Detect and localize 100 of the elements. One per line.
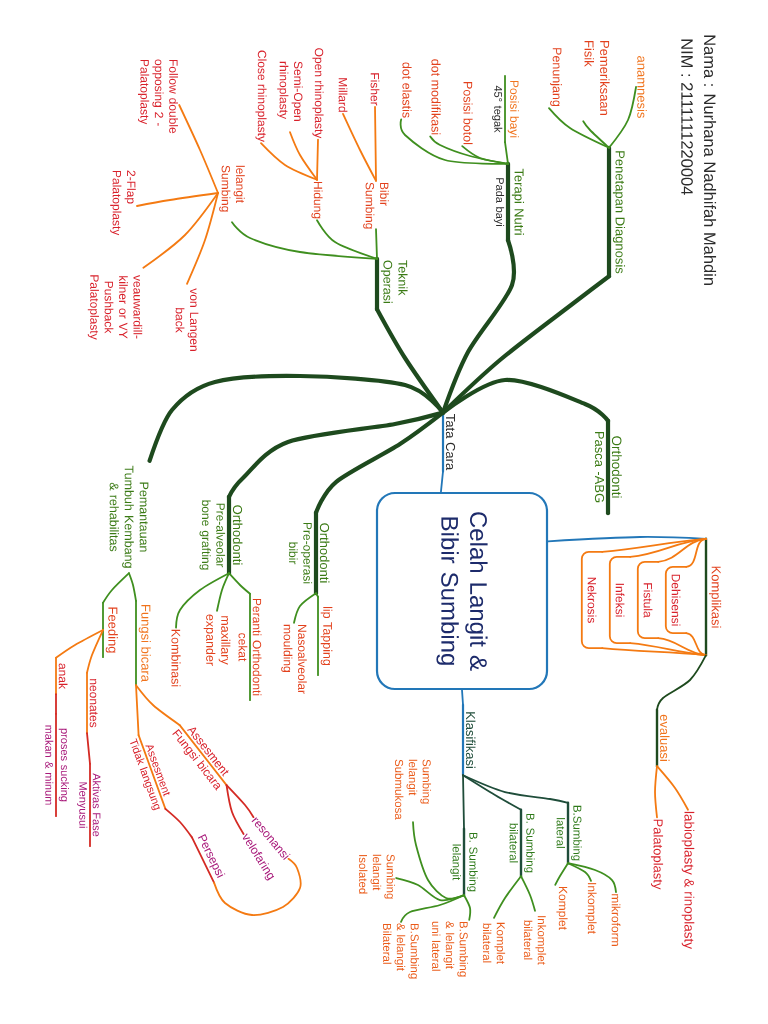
branch-line: [147, 373, 446, 463]
branch-line: [462, 774, 569, 804]
branch-line: [136, 192, 219, 207]
branch-label: Fungsi bicara: [135, 599, 151, 687]
branch-line: [316, 219, 378, 260]
branch-line: [231, 221, 378, 260]
leaf-label: Pemantauan Tumbuh Kembang & rehabilitas: [109, 465, 149, 568]
branch-line: [656, 765, 689, 811]
branch-line: [554, 862, 569, 886]
branch-label: Tata Cara: [441, 411, 456, 473]
leaf-label: mikroform: [611, 894, 621, 946]
branch-line: [374, 105, 377, 182]
sub-label: Pre-operasi bibir: [288, 523, 313, 584]
branch-line: [493, 875, 522, 919]
arch-line: [601, 537, 707, 657]
sub-label: Pasca -ABG: [594, 431, 605, 503]
branch-line: [86, 629, 104, 674]
arch-label: Infeksi: [608, 555, 632, 645]
leaf-label: Nasoalveolar moulding: [281, 624, 307, 694]
branch-line: [462, 774, 522, 811]
branch-label: Komplikasi: [704, 537, 722, 657]
branch-label: B.Sumbing: [566, 801, 582, 865]
leaf-label: Komplet: [556, 887, 568, 930]
branch-line: [316, 138, 319, 181]
branch-line: [567, 862, 592, 882]
sub-label: 45° tegak: [492, 85, 503, 133]
branch-line: [400, 894, 465, 923]
leaf-label: Pemeriksaan Fisik: [584, 41, 610, 115]
leaf-label: labioplasty & rinoplasty: [681, 811, 695, 949]
branch-line: [567, 862, 617, 894]
branch-label: Posisi bayi: [504, 74, 519, 144]
leaf-label: dot modifikasi: [431, 59, 441, 135]
branch-label: Orthodonti: [226, 494, 243, 576]
branch-label: Aktivas Fase: [89, 762, 101, 848]
branch-label: B. Sumbing: [462, 827, 478, 897]
branch-line: [228, 572, 251, 595]
leaf-label: von Langen back: [175, 288, 199, 351]
branch-line: [429, 135, 509, 165]
leaf-label: Inkomplet: [585, 883, 597, 934]
arch-line: [685, 537, 707, 657]
leaf-label: Palatoplasty: [650, 819, 664, 890]
branch-line: [654, 765, 658, 819]
branch-line: [164, 807, 193, 839]
branch-line: [55, 693, 57, 715]
leaf-label: lelangit Sumbing: [219, 165, 245, 212]
branch-line: [135, 684, 181, 726]
leaf-label: 2-Flap Palatoplasty: [110, 170, 136, 236]
leaf-label: Close rhinoplasty: [255, 50, 267, 142]
leaf-label: anamnesis: [637, 56, 647, 118]
branch-label: B. Sumbing: [519, 808, 535, 878]
branch-line: [375, 228, 378, 260]
branch-line: [175, 572, 230, 629]
branch-line: [656, 654, 707, 711]
branch-line: [128, 572, 137, 602]
sub-label: lateral: [556, 818, 565, 848]
leaf-label: Follow double opposing 2 - Palatoplasty: [138, 59, 178, 134]
branch-line: [462, 774, 465, 830]
sub-label: Menyusui: [77, 782, 88, 828]
leaf-label: veauwardill- kilner or VY Pushback Palatoplasty: [87, 275, 143, 340]
leaf-label: Hidung: [311, 181, 323, 219]
leaf-label: Bibir Sumbing: [363, 182, 389, 229]
sub-label: lelangit: [450, 844, 461, 881]
branch-line: [225, 784, 255, 819]
sub-label: makan & minum: [45, 725, 54, 805]
branch-line: [520, 875, 536, 912]
branch-line: [102, 572, 130, 604]
leaf-label: Fisher: [370, 73, 380, 106]
leaf-label: Semi-Open rhinoplasty: [277, 61, 303, 121]
branch-label: proses sucking: [55, 712, 69, 818]
branch-line: [504, 141, 509, 165]
branch-line: [399, 118, 509, 165]
branch-line: [289, 131, 318, 181]
branch-line: [216, 572, 230, 612]
arch-label: Nekrosis: [580, 550, 604, 650]
arch-label: Dehisensi: [664, 565, 688, 635]
branch-label: Peranti Orthodonti: [249, 592, 262, 702]
author-name: Nama : Nurhana Nadhifah Mahdin: [703, 35, 717, 285]
branch-line: [142, 192, 219, 269]
leaf-label: Inkomplet bilateral: [523, 916, 547, 965]
branch-line: [135, 684, 140, 737]
branch-label: lip Tapping: [317, 595, 333, 677]
branch-line: [315, 592, 319, 598]
branch-line: [293, 592, 317, 624]
branch-label: neonates: [86, 671, 98, 735]
branch-line: [55, 629, 104, 659]
leaf-label: maxillary expander: [203, 614, 231, 666]
leaf-label: Open rhinoplasty: [312, 48, 324, 139]
sub-label: bilateral: [509, 823, 518, 863]
branch-line: [582, 120, 610, 149]
leaf-label: B.Sumbing & lelangit Bilateral: [383, 923, 419, 979]
branch-label: Orthodonti: [313, 510, 330, 596]
branch-line: [260, 142, 318, 181]
branch-line: [225, 784, 245, 835]
branch-label: anak: [55, 656, 68, 696]
arch-label: Fistula: [636, 560, 660, 640]
branch-line: [608, 86, 637, 149]
student-number: NIM : 2111111220004: [681, 39, 693, 195]
leaf-label: Komplet bilateral: [482, 922, 506, 964]
branch-line: [178, 104, 219, 194]
branch-line: [186, 192, 219, 285]
